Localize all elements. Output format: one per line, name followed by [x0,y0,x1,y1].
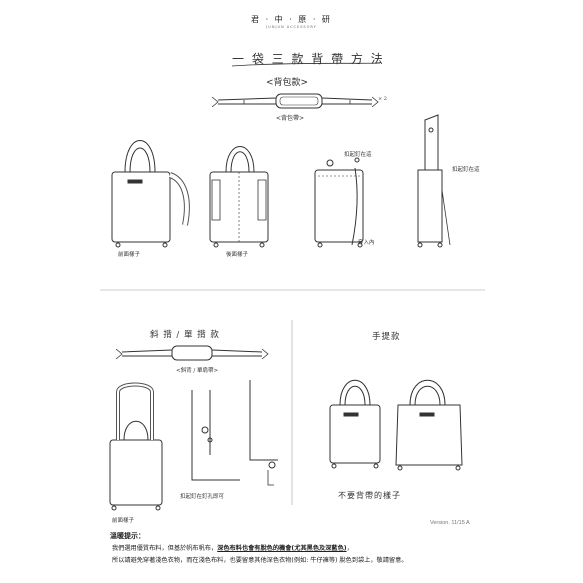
notice-line-1-highlight: 深色布料也會有脫色的機會(尤其黑色及深藍色) [217,545,347,552]
notice-line-1-end: ， [346,545,353,552]
brand-subtitle: JUNJUN ACCESSORY [266,25,317,29]
backpack-side-drawing [315,158,363,247]
label-tuck-in: 穿入內 [358,240,375,246]
strap-quantity: × 2 [378,96,387,102]
backpack-side-narrow-drawing [418,115,450,247]
label-clip-note-2: 扣起釘在這 [452,167,480,173]
backpack-strap-drawing [212,94,378,108]
label-front-view: 前面樣子 [118,252,141,258]
handbag-note: 不要背帶的樣子 [338,491,401,500]
version-label: Version. 11/15 A [430,520,470,526]
label-back-view: 後面樣子 [226,252,249,258]
handbag-side-drawing [396,380,462,470]
crossbody-bag-drawing [110,385,162,511]
label-clip-note-1: 扣起釘在這 [344,152,372,158]
crossbody-strap-drawing [116,346,268,360]
backpack-front-drawing [112,141,187,248]
crossbody-detail-drawing [192,380,278,485]
backpack-section-subtitle: <背包款> [266,78,309,88]
notice-line-1: 我們選用優質布料，但基於帆布帆布，深色布料也會有脫色的機會(尤其黑色及深藍色)， [112,543,353,552]
crossbody-section-title: 斜 揹 / 單 揹 款 [150,330,220,340]
brand-name: 君 · 中 · 原 · 研 [251,15,332,24]
crossbody-clip-note: 扣起釘在釘孔即可 [180,494,225,500]
crossbody-label-front: 前面樣子 [112,518,135,524]
crossbody-strap-label: <斜背 / 單肩帶> [176,368,219,374]
title-underline [232,63,380,66]
handbag-section-title: 手提款 [372,332,401,342]
handbag-front-drawing [330,380,380,468]
notice-title: 溫暖提示： [110,532,145,540]
backpack-back-drawing [210,147,268,248]
notice-line-2: 所以請避免穿著淺色衣物，而在淺色布料，也要留意其他深色衣物(例如: 牛仔褲等) … [112,557,408,564]
notice-line-1-text: 我們選用優質布料，但基於帆布帆布， [112,545,218,552]
backpack-strap-label: <背包帶> [276,115,305,122]
backpack-section-title: 一 袋 三 款 背 帶 方 法 [232,52,385,66]
